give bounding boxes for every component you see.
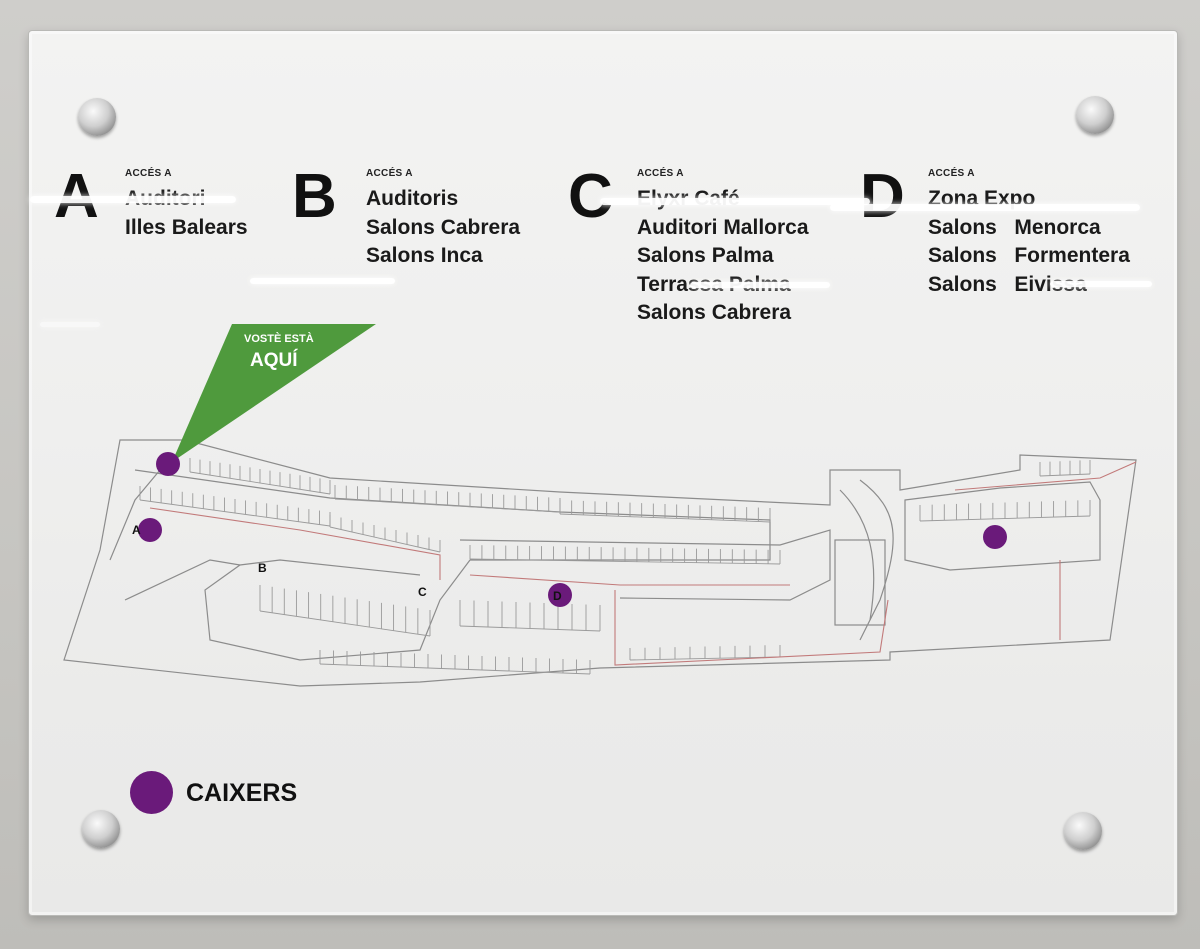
- floor-plan-corridor: [124, 559, 241, 601]
- parking-stall-row-edge: [334, 498, 561, 513]
- section-d-letter: D: [860, 162, 905, 231]
- section-d-destination: Salons Formentera: [928, 244, 1130, 267]
- parking-stall-row-edge: [1039, 473, 1091, 477]
- atm-marker: [548, 583, 572, 607]
- bolt-top-right-icon: [1076, 96, 1114, 134]
- floor-plan-corridor: [859, 479, 894, 641]
- floor-plan-corridor: [459, 529, 831, 601]
- you-are-here-line1: VOSTÈ ESTÀ: [244, 333, 314, 345]
- section-a-destination: Illes Balears: [125, 215, 248, 239]
- section-b-block: ACCÉS A Auditoris Salons Cabrera Salons …: [366, 168, 520, 271]
- section-c-destination: Auditori Mallorca: [637, 215, 809, 239]
- floor-plan-corridor: [904, 481, 1101, 571]
- section-d-destination: Salons Menorca: [928, 215, 1101, 239]
- parking-stall-row-edge: [629, 656, 781, 661]
- glare-reflection: [1050, 281, 1152, 287]
- section-b-destination: Salons Inca: [366, 244, 483, 267]
- section-b-destination: Salons Cabrera: [366, 215, 521, 239]
- floor-plan-corridor: [839, 489, 875, 621]
- parking-stall-row-edge: [139, 499, 331, 527]
- section-b-acces-label: ACCÉS A: [366, 168, 413, 179]
- section-d-acces-label: ACCÉS A: [928, 168, 975, 179]
- atm-legend-icon: [130, 771, 173, 814]
- parking-stall-row-edge: [919, 515, 1091, 522]
- floor-plan-red-route: [469, 574, 790, 586]
- parking-stall-row-edge: [259, 610, 431, 637]
- glare-reflection: [250, 278, 395, 284]
- bolt-bottom-left-icon: [82, 810, 120, 848]
- section-c-letter: C: [568, 162, 613, 231]
- floor-plan-red-route: [954, 461, 1137, 491]
- parking-stall-row-edge: [329, 526, 441, 553]
- glare-reflection: [40, 322, 100, 327]
- atm-legend-label: CAIXERS: [186, 779, 298, 807]
- floor-plan-parking-stalls: [139, 458, 1091, 675]
- atm-marker: [138, 518, 162, 542]
- floor-plan-corridor: [134, 469, 771, 661]
- glare-reflection: [690, 282, 830, 288]
- bolt-bottom-right-icon: [1064, 812, 1102, 850]
- glare-reflection: [30, 196, 236, 203]
- parking-stall-row-edge: [189, 471, 331, 495]
- atm-marker: [156, 452, 180, 476]
- you-are-here-pointer: [172, 324, 376, 462]
- parking-stall-row-edge: [459, 625, 601, 632]
- parking-stall-row-edge: [469, 558, 781, 565]
- floor-plan-outline: [63, 439, 1137, 687]
- map-label-a: A: [132, 523, 141, 537]
- you-are-here-line2: AQUÍ: [250, 350, 298, 371]
- map-label-c: C: [418, 585, 427, 599]
- section-c-acces-label: ACCÉS A: [637, 168, 684, 179]
- glare-reflection: [600, 198, 870, 205]
- section-c-destination: Salons Cabrera: [637, 301, 792, 324]
- atm-marker: [983, 525, 1007, 549]
- map-label-b: B: [258, 561, 267, 575]
- bolt-top-left-icon: [78, 98, 116, 136]
- parking-stall-row-edge: [319, 663, 591, 675]
- section-c-destination: Salons Palma: [637, 244, 774, 267]
- section-b-letter: B: [292, 162, 337, 231]
- map-label-d: D: [553, 589, 562, 603]
- floor-plan-red-route: [149, 507, 441, 580]
- glare-reflection: [830, 204, 1140, 211]
- section-b-destination: Auditoris: [366, 187, 459, 210]
- parking-stall-row-edge: [559, 513, 771, 523]
- floor-plan-red-route: [614, 590, 889, 666]
- floor-plan-corridor: [109, 469, 161, 561]
- section-a-acces-label: ACCÉS A: [125, 168, 172, 179]
- floor-plan-block: [834, 539, 886, 626]
